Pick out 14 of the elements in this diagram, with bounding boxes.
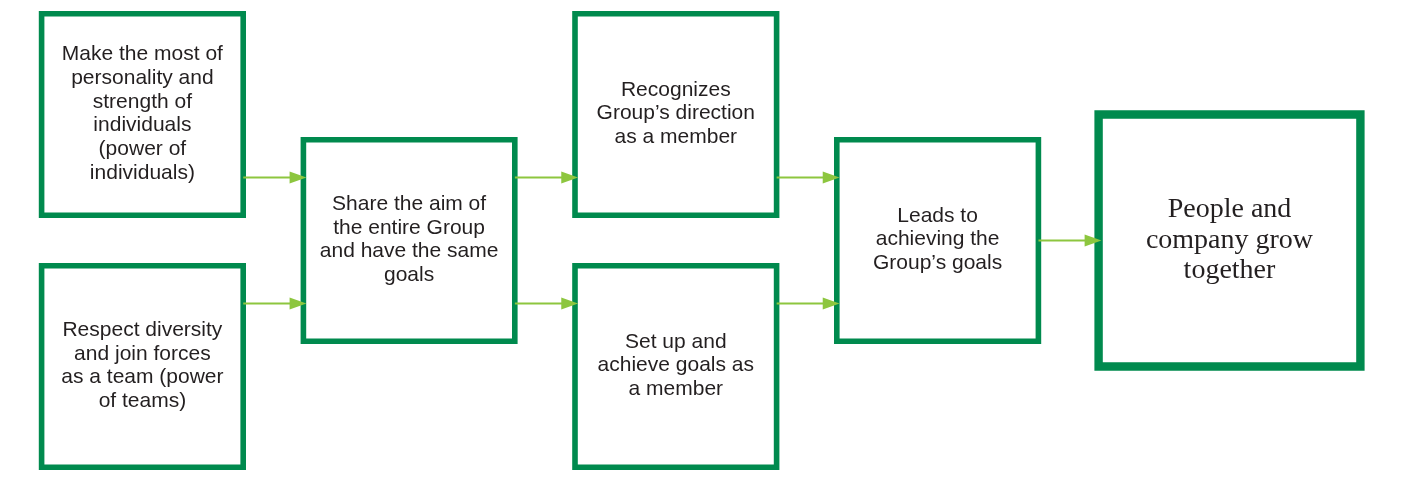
node-box: Share the aim of the entire Group and have the same goals — [300, 136, 518, 345]
arrow — [1037, 234, 1101, 247]
node-box: Set up and achieve goals as a member — [571, 262, 779, 471]
node-box: Make the most of personality and strength of individuals (power of individuals) — [38, 10, 246, 219]
arrow — [776, 297, 840, 310]
node-box: Leads to achieving the Group’s goals — [833, 136, 1041, 345]
node-box: Recognizes Group’s direction as a member — [571, 10, 779, 219]
arrow — [242, 171, 306, 184]
arrow — [514, 171, 578, 184]
node-box: Respect diversity and join forces as a team (power of teams) — [38, 262, 246, 471]
arrow — [514, 297, 578, 310]
arrow — [776, 171, 840, 184]
arrow — [242, 297, 306, 310]
node-box: People and company grow together — [1093, 110, 1365, 371]
